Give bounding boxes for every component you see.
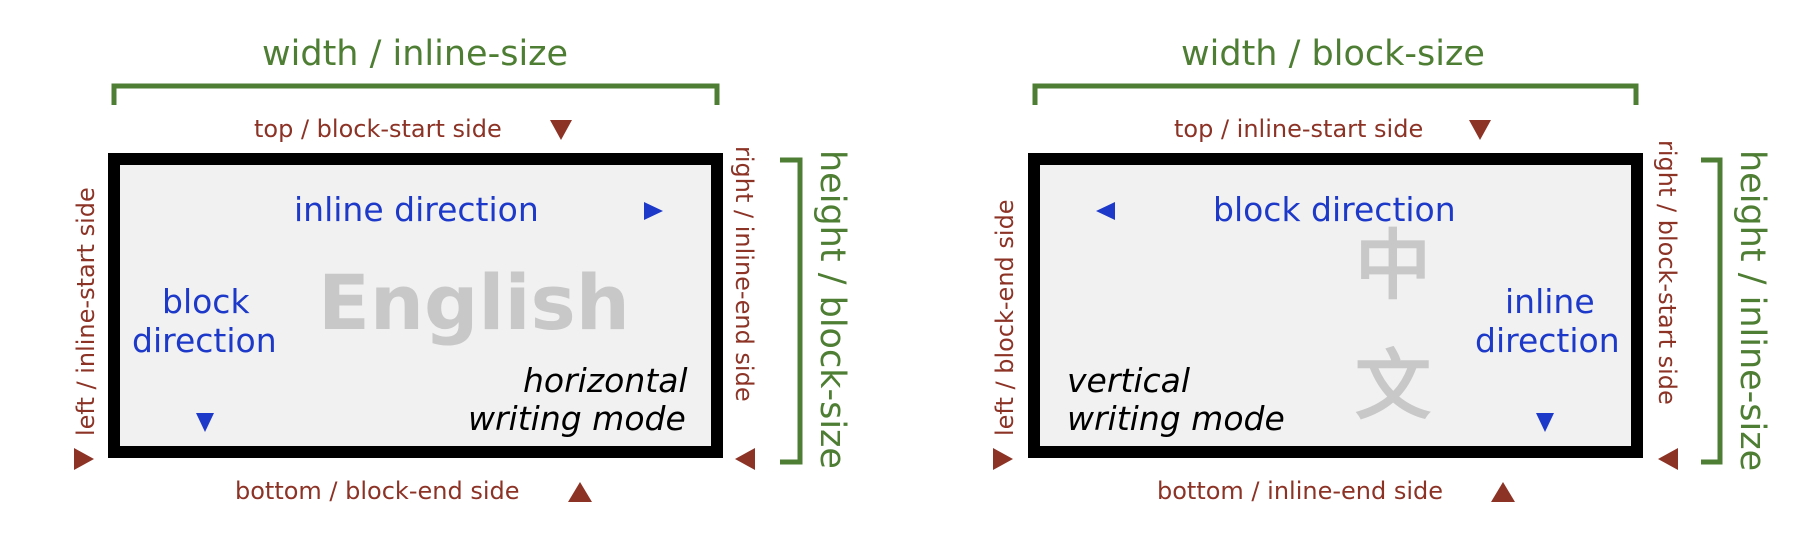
width-label: width / block-size <box>1181 34 1485 74</box>
bottom-side-label: bottom / inline-end side <box>1157 477 1444 505</box>
direction-arrows <box>175 192 663 432</box>
watermark-zhong: 中 <box>1355 221 1431 310</box>
block-direction-label-1: block <box>162 282 250 321</box>
block-direction-label-2: direction <box>132 321 277 360</box>
triangle-left-marker <box>74 448 94 470</box>
mode-label-1: horizontal <box>523 361 688 400</box>
top-side-label: top / block-start side <box>254 115 502 143</box>
width-bracket <box>1032 83 1723 465</box>
mode-label-1: vertical <box>1067 361 1191 400</box>
writing-mode-box <box>1028 153 1643 458</box>
watermark-english: English <box>318 258 630 347</box>
inline-direction-label: inline direction <box>294 190 539 229</box>
triangle-right-marker <box>1658 448 1678 470</box>
mode-label-2: writing mode <box>468 399 686 438</box>
watermark-wen: 文 <box>1355 341 1431 430</box>
width-bracket <box>111 83 803 465</box>
top-side-label: top / inline-start side <box>1174 115 1424 143</box>
block-direction-label: block direction <box>1213 190 1456 229</box>
bottom-side-label: bottom / block-end side <box>235 477 520 505</box>
height-label: height / block-size <box>812 150 852 469</box>
height-label: height / inline-size <box>1732 150 1772 472</box>
writing-mode-box <box>108 153 723 458</box>
width-label: width / inline-size <box>262 34 569 74</box>
mode-label-2: writing mode <box>1067 399 1285 438</box>
direction-arrows <box>1096 192 1588 432</box>
triangle-down-icon <box>1469 120 1491 140</box>
triangle-up-icon <box>993 448 1678 502</box>
right-side-label: right / block-start side <box>1653 140 1681 405</box>
left-side-label: left / inline-start side <box>72 187 100 436</box>
triangle-up-icon <box>74 448 755 502</box>
vertical-diagram: width / block-size top / inline-start si… <box>903 0 1806 550</box>
right-side-label: right / inline-end side <box>730 146 758 402</box>
inline-direction-label-1: inline <box>1505 282 1595 321</box>
triangle-down-icon <box>550 120 572 140</box>
left-side-label: left / block-end side <box>991 199 1019 436</box>
horizontal-diagram: width / inline-size top / block-start si… <box>72 34 852 505</box>
triangle-right-marker <box>735 448 755 470</box>
inline-direction-label-2: direction <box>1475 321 1620 360</box>
triangle-left-marker <box>993 448 1013 470</box>
